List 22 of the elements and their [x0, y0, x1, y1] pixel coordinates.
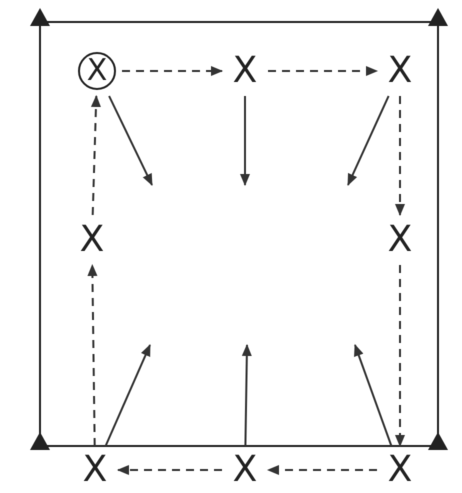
dashed-arrow — [395, 265, 405, 447]
player-marker: X — [228, 452, 262, 488]
dashed-arrow — [395, 96, 405, 216]
dashed-arrow — [268, 66, 378, 76]
player-marker: X — [228, 52, 262, 90]
arrow — [104, 344, 151, 446]
player-marker: X — [383, 452, 417, 488]
dashed-arrow — [122, 66, 223, 76]
player-marker: X — [383, 52, 417, 90]
dashed-arrow — [117, 465, 222, 475]
dashed-arrow — [90, 95, 101, 216]
player-marker: X — [78, 452, 112, 488]
arrow — [240, 96, 250, 186]
arrow — [242, 344, 252, 446]
circled-player-marker: X — [78, 52, 116, 90]
dashed-arrow — [267, 465, 377, 475]
arrow — [108, 96, 153, 186]
dashed-arrow — [87, 264, 98, 446]
arrow — [354, 344, 392, 446]
arrow — [347, 96, 390, 186]
player-marker: X — [75, 221, 109, 259]
player-marker: X — [383, 221, 417, 259]
